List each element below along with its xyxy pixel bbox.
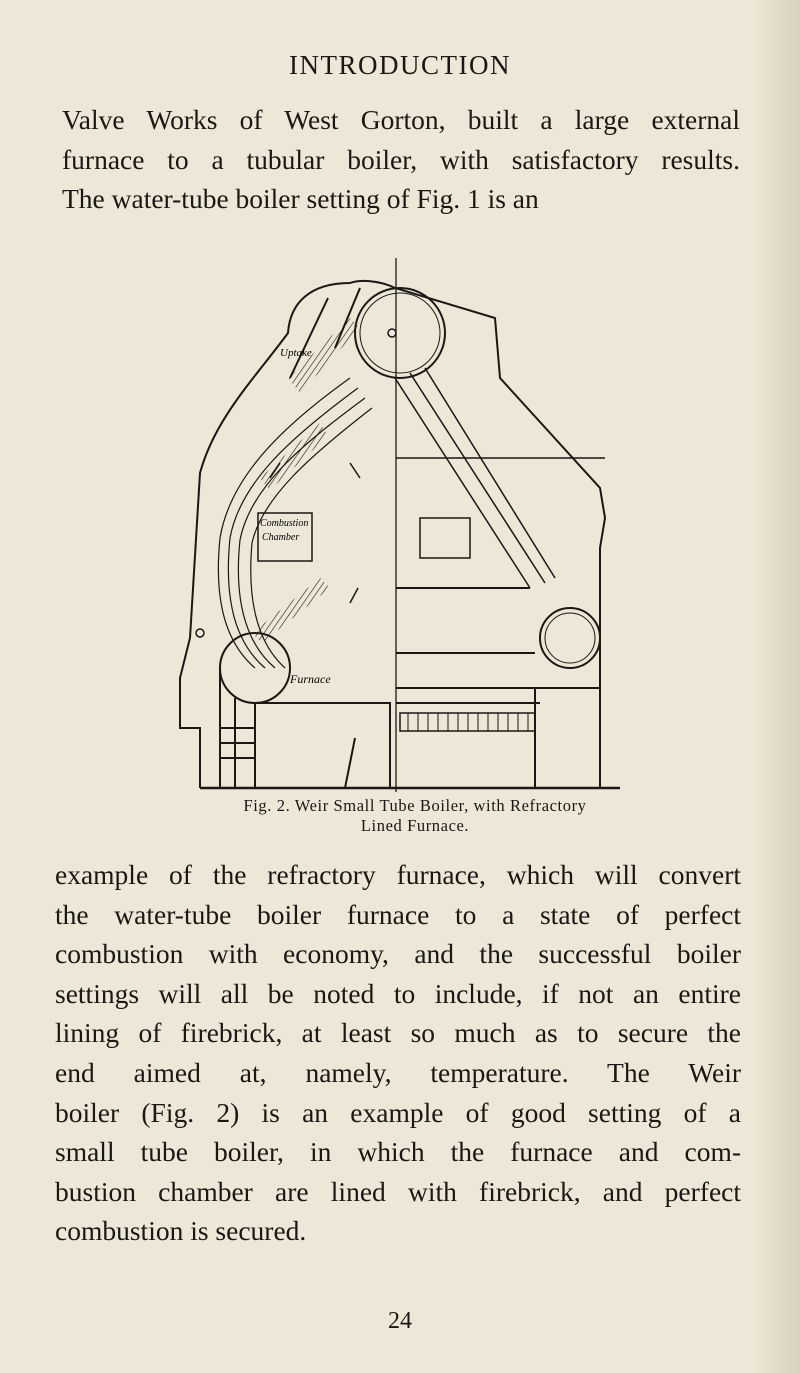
label-combustion: Combustion <box>260 518 308 529</box>
boiler-figure: Uptake Combustion Chamber Furnace <box>160 258 632 792</box>
caption-line: Fig. 2. Weir Small Tube Boiler, with Ref… <box>243 796 587 815</box>
label-uptake: Uptake <box>280 347 312 359</box>
page-number: 24 <box>388 1308 412 1334</box>
label-furnace: Furnace <box>289 672 331 686</box>
running-head: INTRODUCTION <box>289 50 511 80</box>
text-line: small tube boiler, in which the furnace … <box>55 1136 741 1168</box>
text-line: end aimed at, namely, temperature. The W… <box>55 1056 741 1088</box>
text-line: example of the refractory furnace, which… <box>55 859 741 890</box>
text-line: combustion is secured. <box>55 1215 307 1247</box>
boiler-diagram: Uptake Combustion Chamber Furnace <box>179 258 620 792</box>
label-chamber: Chamber <box>262 532 299 543</box>
text-line: The water-tube boiler setting of Fig. 1 … <box>62 183 539 215</box>
text-line: combustion with economy, and the success… <box>55 938 741 970</box>
text-line: lining of firebrick, at least so much as… <box>55 1017 741 1049</box>
paragraph-top: Valve Works of West Gorton, built a larg… <box>62 100 740 219</box>
text-line: furnace to a tubular boiler, with satisf… <box>62 143 740 175</box>
figure-caption: Fig. 2. Weir Small Tube Boiler, with Ref… <box>90 796 740 836</box>
text-line: the water-tube boiler furnace to a state… <box>55 898 741 930</box>
text-line: settings will all be noted to include, i… <box>55 977 741 1009</box>
text-line: boiler (Fig. 2) is an example of good se… <box>55 1096 741 1128</box>
caption-line: Lined Furnace. <box>360 816 470 835</box>
text-line: bustion chamber are lined with firebrick… <box>55 1175 741 1207</box>
paragraph-bottom: example of the refractory furnace, which… <box>55 855 741 1251</box>
text-line: Valve Works of West Gorton, built a larg… <box>62 104 740 135</box>
